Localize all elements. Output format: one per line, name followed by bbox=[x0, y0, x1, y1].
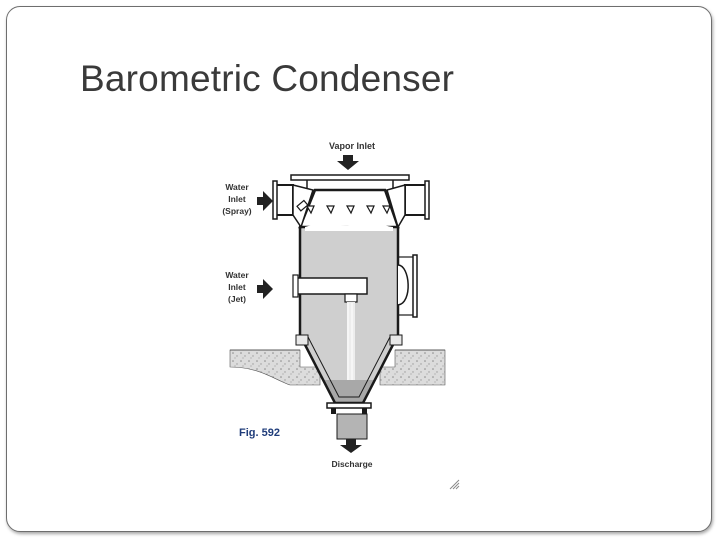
jet-pipe bbox=[292, 274, 368, 380]
spray-nozzles bbox=[296, 199, 391, 215]
floor-left bbox=[229, 349, 321, 386]
vapor-inlet-flange bbox=[290, 174, 410, 190]
vapor-inlet-arrow bbox=[337, 155, 359, 170]
spray-port-right bbox=[386, 180, 430, 229]
discharge-arrow bbox=[340, 439, 362, 453]
label-water-inlet-spray-2: Inlet bbox=[228, 194, 246, 204]
barometric-condenser-diagram: Vapor Inlet Water Inlet (Spray) Water In… bbox=[222, 141, 446, 469]
discharge-pipe bbox=[326, 402, 372, 440]
label-water-inlet-jet-1: Water bbox=[225, 270, 249, 280]
label-water-inlet-spray-3: (Spray) bbox=[222, 206, 251, 216]
floor-right bbox=[379, 349, 446, 386]
label-water-inlet-spray-1: Water bbox=[225, 182, 249, 192]
label-vapor-inlet: Vapor Inlet bbox=[329, 141, 375, 151]
label-water-inlet-jet-3: (Jet) bbox=[228, 294, 246, 304]
resize-handle-icon bbox=[449, 479, 460, 490]
water-inlet-spray-arrow bbox=[257, 191, 273, 211]
label-water-inlet-jet-2: Inlet bbox=[228, 282, 246, 292]
figure-number: Fig. 592 bbox=[239, 427, 280, 439]
side-port-right bbox=[397, 254, 418, 318]
water-inlet-jet-arrow bbox=[257, 279, 273, 299]
slide-title: Barometric Condenser bbox=[80, 58, 455, 99]
label-discharge: Discharge bbox=[331, 459, 372, 469]
